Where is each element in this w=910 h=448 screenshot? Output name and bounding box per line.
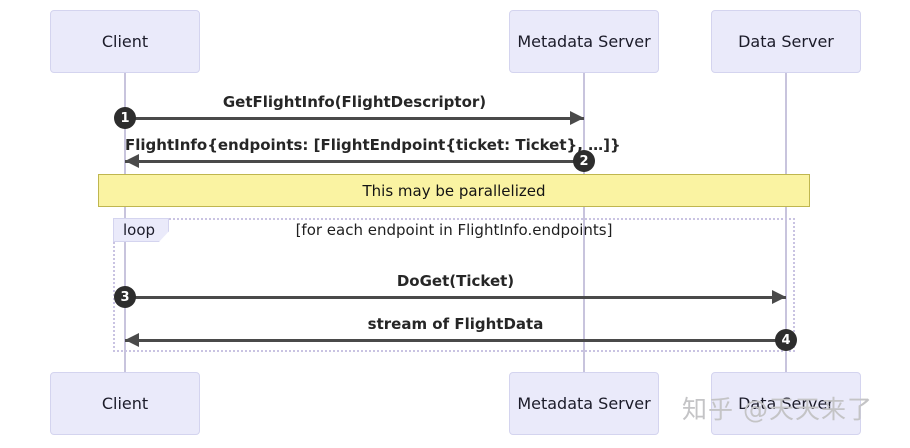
actor-label: Metadata Server bbox=[517, 394, 651, 413]
arrowhead-icon bbox=[772, 290, 786, 304]
actor-bottom-metadata-server: Metadata Server bbox=[509, 372, 659, 435]
zhihu-watermark: 知乎 @天天来了 bbox=[682, 395, 873, 424]
loop-label-tag: loop bbox=[113, 218, 169, 242]
actor-bottom-client: Client bbox=[50, 372, 200, 435]
actor-label: Client bbox=[101, 32, 149, 51]
actor-top-metadata-server: Metadata Server bbox=[509, 10, 659, 73]
sequence-number-badge: 4 bbox=[775, 329, 797, 351]
note-parallelized: This may be parallelized bbox=[98, 174, 810, 207]
actor-bottom-data-server: Data Server bbox=[711, 372, 861, 435]
arrowhead-icon bbox=[570, 111, 584, 125]
note-text: This may be parallelized bbox=[362, 181, 546, 200]
arrowhead-icon bbox=[125, 154, 139, 168]
arrowhead-icon bbox=[125, 333, 139, 347]
sequence-number-badge: 2 bbox=[573, 150, 595, 172]
message-line bbox=[125, 160, 584, 163]
message-line bbox=[125, 117, 584, 120]
message-label: GetFlightInfo(FlightDescriptor) bbox=[222, 93, 487, 111]
actor-top-data-server: Data Server bbox=[711, 10, 861, 73]
message-line bbox=[125, 296, 786, 299]
message-label: stream of FlightData bbox=[367, 315, 544, 333]
loop-condition: [for each endpoint in FlightInfo.endpoin… bbox=[295, 221, 613, 239]
lifeline-data-server bbox=[785, 73, 787, 372]
message-label: DoGet(Ticket) bbox=[396, 272, 515, 290]
loop-fragment bbox=[113, 218, 795, 352]
message-line bbox=[125, 339, 786, 342]
message-label: FlightInfo{endpoints: [FlightEndpoint{ti… bbox=[125, 136, 621, 154]
actor-label: Data Server bbox=[738, 394, 834, 413]
actor-label: Client bbox=[101, 394, 149, 413]
loop-keyword: loop bbox=[123, 221, 156, 239]
lifeline-metadata-server bbox=[583, 73, 585, 372]
actor-label: Metadata Server bbox=[517, 32, 651, 51]
actor-label: Data Server bbox=[738, 32, 834, 51]
actor-top-client: Client bbox=[50, 10, 200, 73]
sequence-number-badge: 1 bbox=[114, 107, 136, 129]
sequence-number-badge: 3 bbox=[114, 286, 136, 308]
